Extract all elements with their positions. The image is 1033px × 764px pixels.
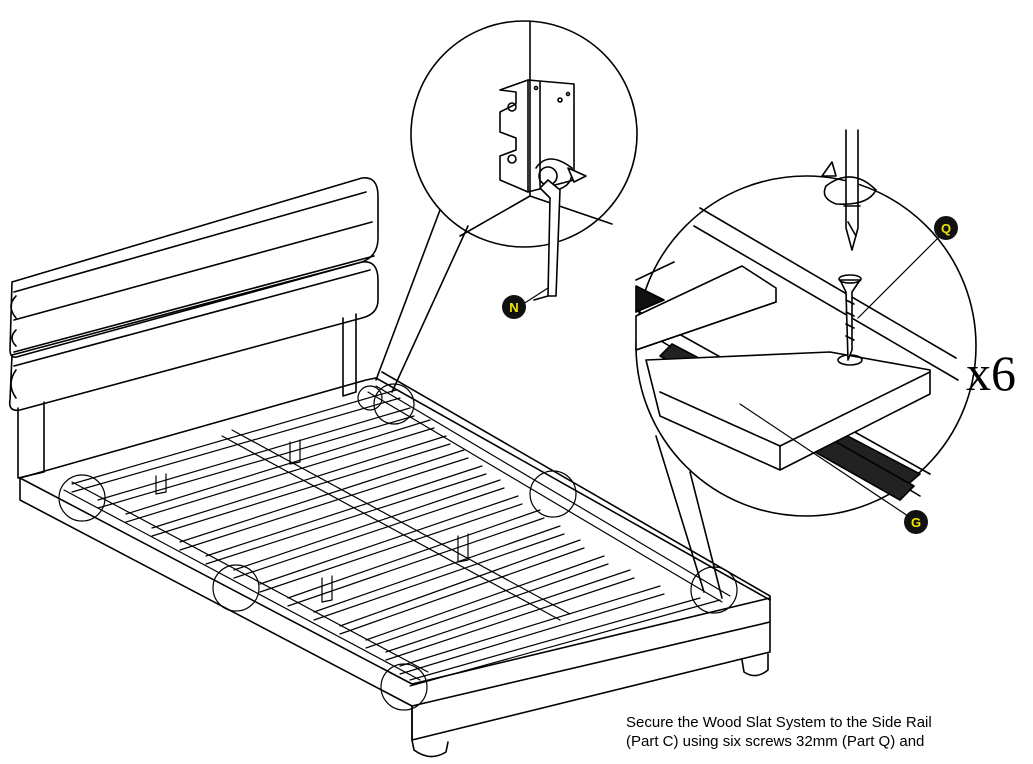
headboard [8,177,379,479]
instruction-line-1: Secure the Wood Slat System to the Side … [626,714,932,731]
bed-frame [19,371,771,758]
callout-g-label: G [911,515,921,530]
callout-q-badge: Q [934,216,958,240]
callout-q-label: Q [941,221,951,236]
screw-zoom-detail [635,129,977,599]
slat-system [63,385,731,687]
center-support-legs [155,439,469,603]
callout-g-badge: G [904,510,928,534]
instruction-line-2: (Part C) using six screws 32mm (Part Q) … [626,733,925,750]
detail-markers [58,383,738,711]
quantity-label: x6 [966,345,1016,401]
callout-n-label: N [509,300,518,315]
bracket-zoom-detail [375,20,638,393]
callout-n-badge: N [502,295,526,319]
instruction-text: Secure the Wood Slat System to the Side … [626,713,1033,751]
